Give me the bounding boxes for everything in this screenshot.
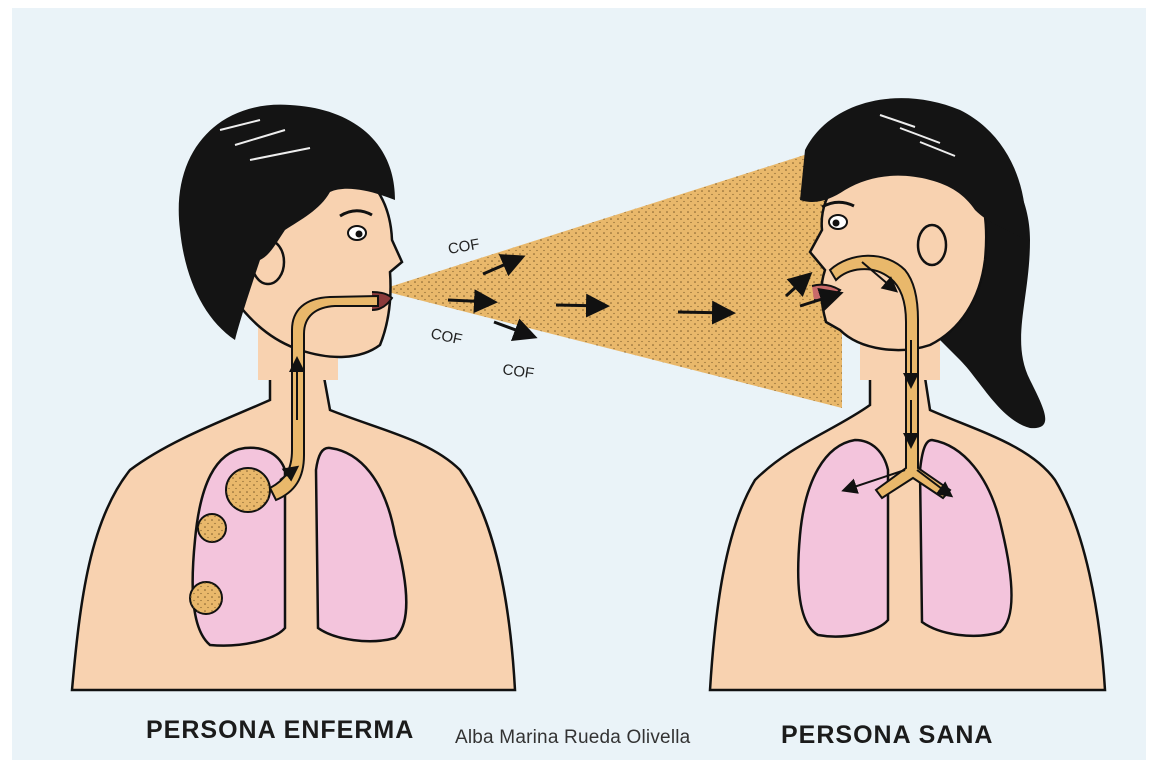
author-watermark: Alba Marina Rueda Olivella [455, 727, 690, 749]
healthy-person-caption: PERSONA SANA [781, 721, 994, 750]
sick-person-caption: PERSONA ENFERMA [146, 716, 414, 745]
